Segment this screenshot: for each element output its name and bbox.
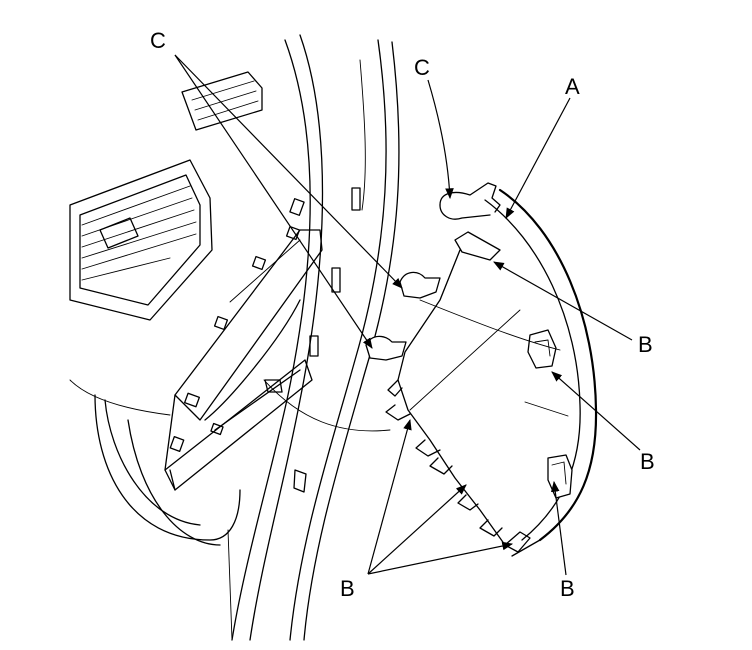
callout-labels: C C A B B B B [150,28,655,601]
callout-b-right-1: B [638,332,653,357]
leader-a [505,97,571,219]
leader-lines [174,54,641,576]
leader-b-bottom-3 [367,541,514,575]
callout-a: A [565,74,580,99]
dashboard-background [69,34,400,641]
callout-b-bottom: B [340,576,355,601]
leader-b-bottom-2 [367,484,467,575]
trim-panel [365,182,598,557]
callout-b-right-2: B [640,449,655,474]
leader-b-right-2 [551,371,641,451]
leader-b-bottom-1 [367,418,412,575]
callout-c-left: C [150,28,166,53]
leader-c-left-1 [174,54,403,289]
callout-c-top: C [414,55,430,80]
leader-b-right-1 [493,261,633,341]
leader-c-top [427,79,454,200]
callout-b-right-3: B [560,576,575,601]
leader-b-right-3 [550,480,567,576]
leader-c-left-2 [174,54,373,349]
